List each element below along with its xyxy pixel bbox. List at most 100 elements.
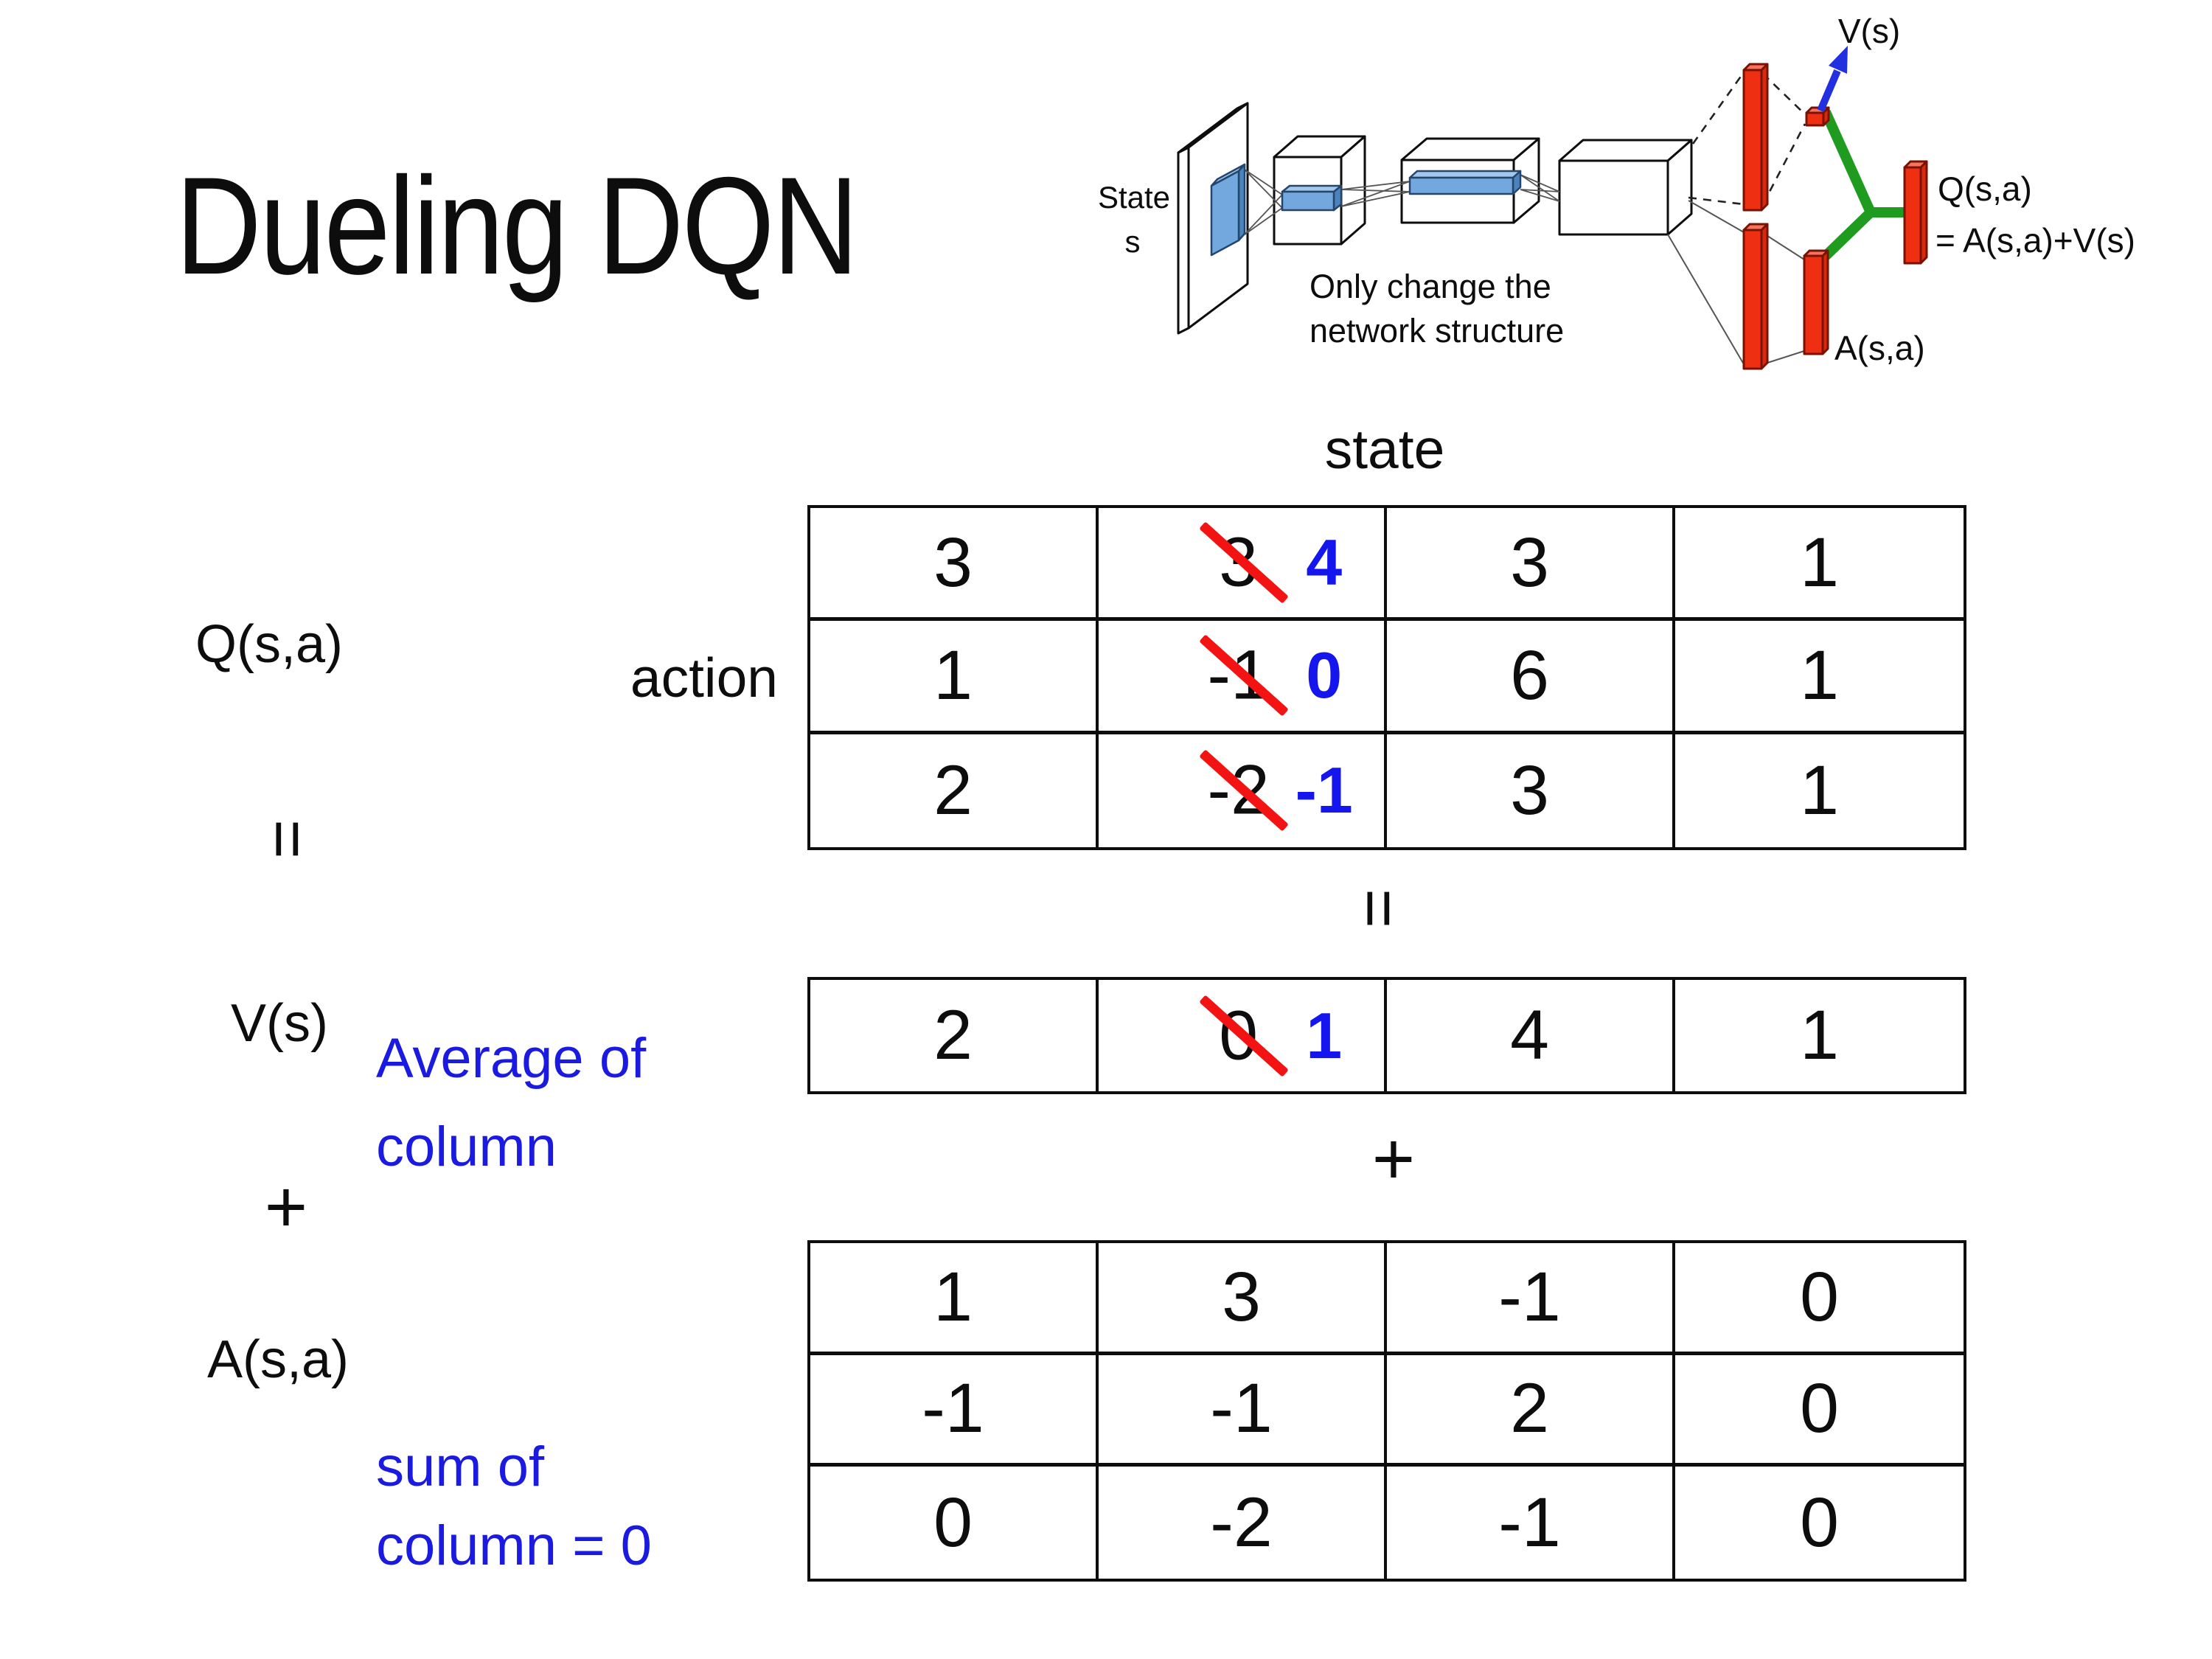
equation-v-label: V(s) [231, 994, 328, 1053]
cell-value: 1 [1800, 996, 1839, 1074]
corrected-value: 4 [1306, 526, 1343, 599]
action-row-header: action [630, 647, 778, 709]
table-row: -1 -1 2 0 [810, 1354, 1964, 1467]
cell-value: -1 [1498, 1483, 1561, 1562]
cell-value: 3 [933, 523, 973, 602]
table-cell: 3 [1387, 508, 1675, 618]
stream-connections [1667, 72, 1806, 365]
cell-value: 2 [933, 751, 973, 830]
table-row: 1 -10 6 1 [810, 621, 1964, 734]
aggregation-connector [1820, 110, 1905, 260]
table-cell: 2 [1387, 1354, 1675, 1464]
table-cell: 1 [1675, 621, 1964, 730]
state-value-table: 2 01 4 1 [807, 977, 1966, 1094]
diagram-v-label: V(s) [1838, 12, 1900, 50]
cell-value: 4 [1510, 996, 1549, 1074]
cell-value: 3 [1510, 523, 1549, 602]
slide-title: Dueling DQN [175, 148, 859, 303]
cell-value: 1 [1800, 636, 1839, 714]
table-cell: -1 [1387, 1467, 1675, 1579]
plus-sign-middle: + [1371, 1118, 1416, 1200]
table-cell: 2 [810, 734, 1099, 847]
q-output-bar [1903, 160, 1928, 265]
cell-value: -1 [1498, 1257, 1561, 1336]
sum-note-line1: sum of [376, 1436, 545, 1498]
feature-slab-2 [1281, 184, 1343, 212]
table-cell: 1 [1675, 508, 1964, 617]
table-cell: -10 [1099, 621, 1387, 731]
table-cell: 0 [1675, 1467, 1964, 1579]
state-input-label-s: s [1125, 224, 1141, 259]
table-cell: 1 [810, 1243, 1099, 1352]
cell-value: 0 [1800, 1257, 1839, 1336]
corrected-value: 0 [1306, 639, 1343, 712]
table-cell: -2-1 [1099, 734, 1387, 847]
diagram-q-label: Q(s,a) [1938, 170, 2032, 208]
table-cell: 01 [1099, 980, 1387, 1091]
table-row: 2 01 4 1 [810, 980, 1964, 1091]
table-cell: 0 [1675, 1355, 1964, 1464]
table-cell: 3 [1099, 1243, 1387, 1352]
cell-value: -1 [922, 1369, 984, 1448]
table-cell: 6 [1387, 621, 1675, 731]
corrected-value: 1 [1306, 998, 1343, 1072]
value-scalar-node [1805, 106, 1830, 127]
diagram-a-label: A(s,a) [1834, 329, 1925, 367]
conv-cone-lines [1244, 169, 1560, 235]
table-row: 2 -2-1 3 1 [810, 734, 1964, 847]
cell-value: 1 [1800, 751, 1839, 830]
equation-a-label: A(s,a) [207, 1330, 349, 1389]
table-cell: -1 [810, 1354, 1099, 1464]
cell-value: 2 [1510, 1369, 1549, 1448]
cell-value: 3 [1222, 1257, 1261, 1336]
advantage-stream-bar [1742, 223, 1769, 370]
network-diagram: State s V(s) Q(s,a) = A(s,a)+V(s) A(s,a)… [1098, 12, 2135, 370]
table-cell: 1 [1675, 980, 1964, 1091]
feature-slab-3 [1408, 170, 1522, 195]
corrected-value: -1 [1295, 754, 1353, 827]
average-note-line2: column [376, 1116, 557, 1178]
plus-sign-left: + [264, 1166, 308, 1248]
feature-slab-1 [1210, 163, 1246, 257]
v-output-arrow-icon [1817, 46, 1848, 112]
table-row: 3 34 3 1 [810, 508, 1964, 622]
cell-value: 2 [933, 996, 973, 1074]
state-input-label: State [1098, 180, 1170, 215]
table-cell: 2 [810, 980, 1099, 1091]
cell-value: 6 [1510, 636, 1549, 714]
table-row: 0 -2 -1 0 [810, 1467, 1964, 1579]
cell-value: 1 [933, 636, 973, 714]
table-cell: 34 [1099, 508, 1387, 618]
diagram-q-formula: = A(s,a)+V(s) [1935, 221, 2135, 260]
cell-value: -1 [1210, 1369, 1273, 1448]
sum-note-line2: column = 0 [376, 1514, 652, 1577]
cell-value: 0 [933, 1483, 973, 1562]
state-column-header: state [1324, 418, 1445, 480]
table-cell: 4 [1387, 980, 1675, 1091]
table-cell: -1 [1387, 1243, 1675, 1352]
cell-value: 1 [933, 1257, 973, 1336]
conv-box-3 [1558, 139, 1693, 236]
table-cell: 1 [1675, 734, 1964, 847]
cell-value: -2 [1210, 1483, 1273, 1562]
advantage-table: 1 3 -1 0 -1 -1 2 0 0 -2 -1 0 [807, 1240, 1966, 1582]
table-cell: -1 [1099, 1354, 1387, 1464]
cell-value: 3 [1510, 751, 1549, 830]
value-stream-bar [1742, 63, 1769, 212]
average-note-line1: Average of [376, 1027, 647, 1090]
advantage-vector-bar [1803, 249, 1829, 355]
diagram-note-line2: network structure [1310, 312, 1564, 349]
table-cell: 3 [810, 508, 1099, 618]
cell-value: 0 [1800, 1483, 1839, 1562]
cell-value: 0 [1800, 1369, 1839, 1448]
cell-value: 1 [1800, 523, 1839, 602]
table-cell: 0 [1675, 1243, 1964, 1352]
equation-q-label: Q(s,a) [195, 615, 344, 674]
table-cell: 3 [1387, 734, 1675, 847]
table-cell: 1 [810, 621, 1099, 731]
diagram-note-line1: Only change the [1310, 268, 1551, 305]
table-cell: -2 [1099, 1467, 1387, 1579]
equals-sign-middle: = [1340, 888, 1416, 928]
